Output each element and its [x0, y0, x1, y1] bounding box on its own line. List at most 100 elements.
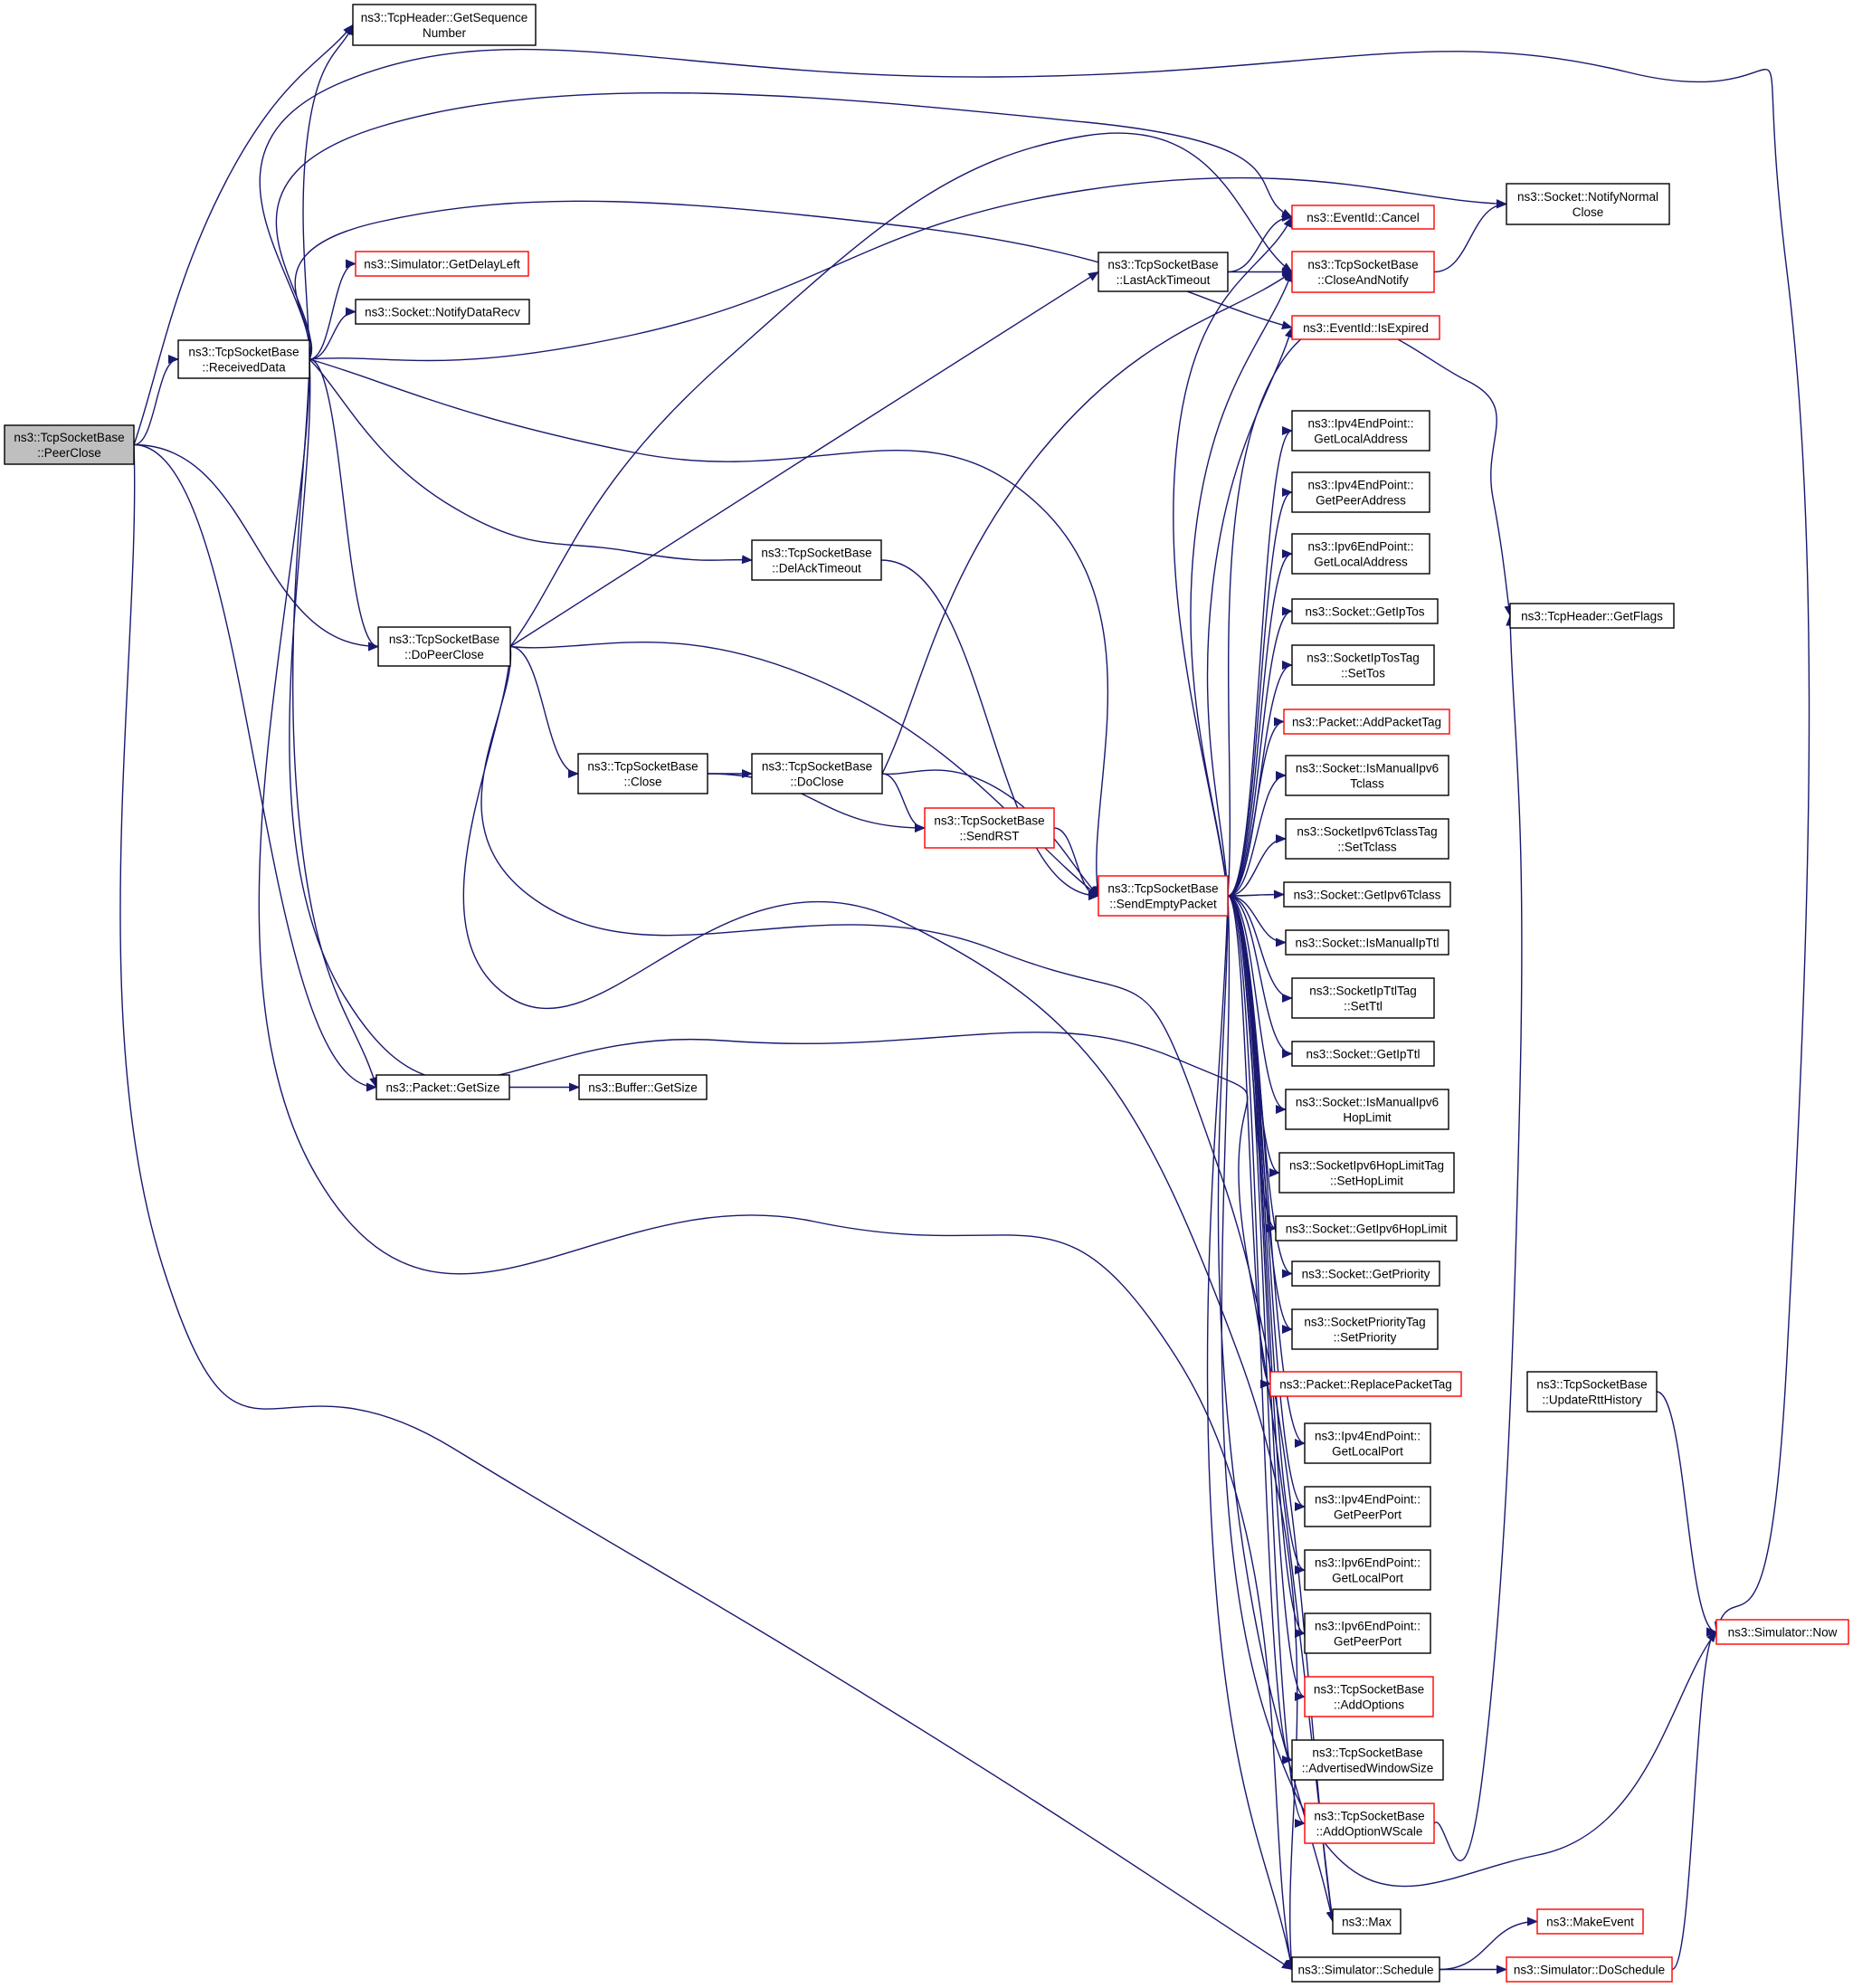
node-box[interactable] [1291, 410, 1430, 452]
node-ismanualipttl[interactable]: ns3::Socket::IsManualIpTtl [1285, 929, 1449, 956]
node-getsize[interactable]: ns3::Packet::GetSize [375, 1074, 510, 1100]
node-box[interactable] [1291, 1308, 1439, 1350]
node-box[interactable] [1291, 205, 1435, 230]
node-box[interactable] [1506, 183, 1670, 225]
node-addoptionwscale[interactable]: ns3::TcpSocketBase::AddOptionWScale [1304, 1803, 1435, 1844]
node-delacktimeout[interactable]: ns3::TcpSocketBase::DelAckTimeout [751, 539, 882, 581]
node-makeevent[interactable]: ns3::MakeEvent [1536, 1908, 1644, 1935]
node-settos[interactable]: ns3::SocketIpTosTag::SetTos [1291, 644, 1435, 686]
node-buffergetsize[interactable]: ns3::Buffer::GetSize [578, 1074, 708, 1100]
node-box[interactable] [1098, 875, 1229, 917]
node-ipv6getlocalport[interactable]: ns3::Ipv6EndPoint::GetLocalPort [1304, 1549, 1431, 1591]
node-schedule[interactable]: ns3::Simulator::Schedule [1291, 1956, 1440, 1983]
node-box[interactable] [352, 4, 537, 46]
node-ipv6getlocaladdr[interactable]: ns3::Ipv6EndPoint::GetLocalAddress [1291, 533, 1430, 575]
node-peerclose[interactable]: ns3::TcpSocketBase::PeerClose [4, 424, 135, 465]
node-box[interactable] [1291, 251, 1435, 293]
node-box[interactable] [1304, 1422, 1431, 1464]
node-box[interactable] [1285, 929, 1449, 956]
node-receiveddata[interactable]: ns3::TcpSocketBase::ReceivedData [177, 339, 310, 379]
node-box[interactable] [1291, 1739, 1444, 1781]
node-getflags[interactable]: ns3::TcpHeader::GetFlags [1509, 603, 1675, 629]
node-advertisedwindowsize[interactable]: ns3::TcpSocketBase::AdvertisedWindowSize [1291, 1739, 1444, 1781]
node-box[interactable] [1291, 1041, 1435, 1067]
node-ipv4getpeeraddr[interactable]: ns3::Ipv4EndPoint::GetPeerAddress [1291, 471, 1430, 513]
node-close[interactable]: ns3::TcpSocketBase::Close [577, 753, 708, 794]
node-box[interactable] [1269, 1371, 1462, 1397]
node-getiptos[interactable]: ns3::Socket::GetIpTos [1291, 598, 1439, 624]
node-box[interactable] [1715, 1619, 1849, 1645]
node-doclose[interactable]: ns3::TcpSocketBase::DoClose [751, 753, 883, 794]
node-dopeerclose[interactable]: ns3::TcpSocketBase::DoPeerClose [377, 626, 511, 667]
node-box[interactable] [1098, 252, 1229, 292]
node-box[interactable] [1304, 1803, 1435, 1844]
node-getipv6tclass[interactable]: ns3::Socket::GetIpv6Tclass [1283, 881, 1451, 908]
node-box[interactable] [1285, 755, 1449, 796]
node-box[interactable] [751, 753, 883, 794]
node-sendrst[interactable]: ns3::TcpSocketBase::SendRST [924, 807, 1055, 849]
node-ipv6getpeerport[interactable]: ns3::Ipv6EndPoint::GetPeerPort [1304, 1612, 1431, 1654]
node-addoptions[interactable]: ns3::TcpSocketBase::AddOptions [1304, 1676, 1434, 1717]
node-box[interactable] [1509, 603, 1675, 629]
node-box[interactable] [1291, 1260, 1440, 1287]
node-box[interactable] [1526, 1371, 1658, 1413]
node-box[interactable] [577, 753, 708, 794]
node-replacepackettag[interactable]: ns3::Packet::ReplacePacketTag [1269, 1371, 1462, 1397]
node-lastacktimeout[interactable]: ns3::TcpSocketBase::LastAckTimeout [1098, 252, 1229, 292]
node-ipv4getpeerport[interactable]: ns3::Ipv4EndPoint::GetPeerPort [1304, 1486, 1431, 1527]
node-sethoplimit[interactable]: ns3::SocketIpv6HopLimitTag::SetHopLimit [1278, 1152, 1455, 1194]
node-settclass[interactable]: ns3::SocketIpv6TclassTag::SetTclass [1285, 818, 1449, 860]
node-box[interactable] [1506, 1956, 1673, 1983]
node-addpackettag[interactable]: ns3::Packet::AddPacketTag [1283, 709, 1450, 735]
node-box[interactable] [924, 807, 1055, 849]
node-box[interactable] [177, 339, 310, 379]
node-isexpired[interactable]: ns3::EventId::IsExpired [1291, 315, 1440, 340]
node-box[interactable] [1291, 315, 1440, 340]
node-doschedule[interactable]: ns3::Simulator::DoSchedule [1506, 1956, 1673, 1983]
node-box[interactable] [375, 1074, 510, 1100]
node-updaterttHistory[interactable]: ns3::TcpSocketBase::UpdateRttHistory [1526, 1371, 1658, 1413]
node-box[interactable] [1304, 1612, 1431, 1654]
node-box[interactable] [1291, 471, 1430, 513]
node-getipttl[interactable]: ns3::Socket::GetIpTtl [1291, 1041, 1435, 1067]
node-cancel[interactable]: ns3::EventId::Cancel [1291, 205, 1435, 230]
node-box[interactable] [1275, 1215, 1458, 1241]
node-max[interactable]: ns3::Max [1332, 1908, 1402, 1935]
node-box[interactable] [355, 251, 529, 277]
node-box[interactable] [1304, 1486, 1431, 1527]
node-box[interactable] [1304, 1549, 1431, 1591]
node-box[interactable] [1285, 818, 1449, 860]
node-setttl[interactable]: ns3::SocketIpTtlTag::SetTtl [1291, 977, 1435, 1019]
node-ipv4getlocaladdr[interactable]: ns3::Ipv4EndPoint::GetLocalAddress [1291, 410, 1430, 452]
node-box[interactable] [1278, 1152, 1455, 1194]
node-ipv4getlocalport[interactable]: ns3::Ipv4EndPoint::GetLocalPort [1304, 1422, 1431, 1464]
node-box[interactable] [4, 424, 135, 465]
node-box[interactable] [1332, 1908, 1402, 1935]
node-box[interactable] [1291, 644, 1435, 686]
node-getdelayleft[interactable]: ns3::Simulator::GetDelayLeft [355, 251, 529, 277]
node-box[interactable] [1304, 1676, 1434, 1717]
node-setpriority[interactable]: ns3::SocketPriorityTag::SetPriority [1291, 1308, 1439, 1350]
node-box[interactable] [1291, 598, 1439, 624]
node-box[interactable] [1283, 709, 1450, 735]
node-now[interactable]: ns3::Simulator::Now [1715, 1619, 1849, 1645]
node-closeandnotify[interactable]: ns3::TcpSocketBase::CloseAndNotify [1291, 251, 1435, 293]
node-box[interactable] [377, 626, 511, 667]
node-box[interactable] [1283, 881, 1451, 908]
node-sendemptypacket[interactable]: ns3::TcpSocketBase::SendEmptyPacket [1098, 875, 1229, 917]
node-box[interactable] [1291, 977, 1435, 1019]
node-box[interactable] [1291, 1956, 1440, 1983]
node-box[interactable] [1285, 1089, 1449, 1130]
node-getipv6hoplimit[interactable]: ns3::Socket::GetIpv6HopLimit [1275, 1215, 1458, 1241]
node-box[interactable] [1536, 1908, 1644, 1935]
node-box[interactable] [1291, 533, 1430, 575]
node-box[interactable] [355, 299, 530, 325]
node-getpriority[interactable]: ns3::Socket::GetPriority [1291, 1260, 1440, 1287]
node-box[interactable] [751, 539, 882, 581]
node-box[interactable] [578, 1074, 708, 1100]
node-notifydatarecv[interactable]: ns3::Socket::NotifyDataRecv [355, 299, 530, 325]
